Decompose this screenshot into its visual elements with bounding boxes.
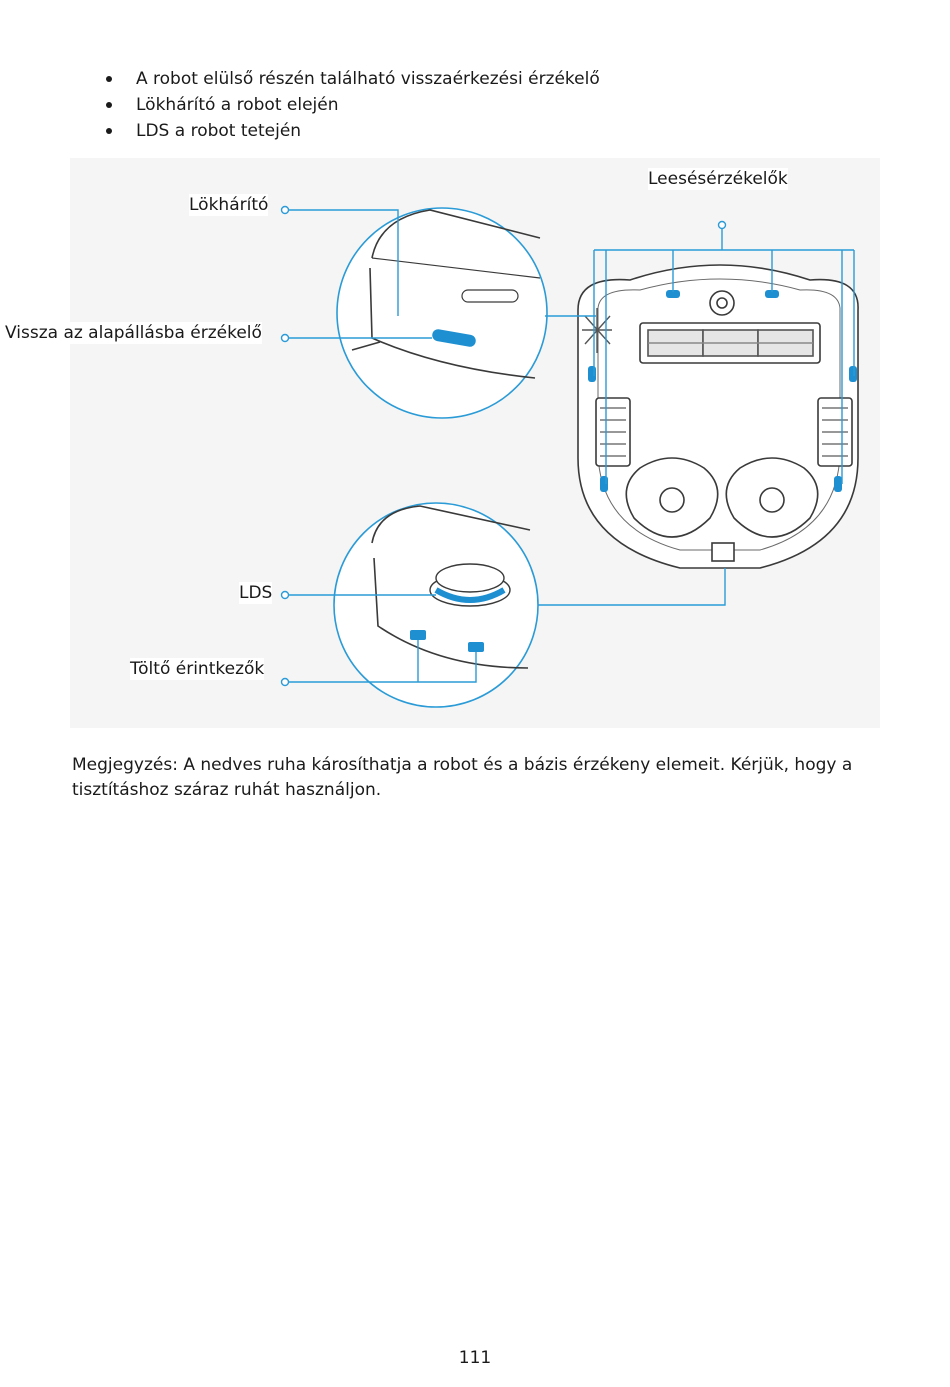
charging-contacts-label: Töltő érintkezők (130, 658, 265, 680)
bullet-text: A robot elülső részén található visszaér… (136, 69, 600, 89)
return-sensor-label: Vissza az alapállásba érzékelő (5, 322, 262, 344)
bullet-dot-icon (106, 76, 112, 82)
robot-bottom-view (577, 264, 859, 569)
robot-sensor-figure: Lökhárító Leesésérzékelők Vissza az alap… (0, 158, 950, 728)
callout-dots (280, 205, 727, 687)
bullet-list: A robot elülső részén található visszaér… (100, 66, 600, 144)
note-text: Megjegyzés: A nedves ruha károsíthatja a… (72, 755, 853, 800)
bumper-zoom-view (336, 207, 548, 419)
bullet-dot-icon (106, 128, 112, 134)
bullet-item: A robot elülső részén található visszaér… (100, 66, 600, 92)
bullet-item: Lökhárító a robot elején (100, 92, 600, 118)
callout-lines (285, 209, 855, 683)
bumper-label: Lökhárító (189, 194, 269, 216)
cliff-sensors-label: Leesésérzékelők (648, 168, 788, 190)
bullet-text: LDS a robot tetején (136, 121, 302, 141)
lds-label: LDS (239, 582, 273, 604)
bullet-item: LDS a robot tetején (100, 118, 600, 144)
bullet-dot-icon (106, 102, 112, 108)
page-number: 111 (458, 1348, 492, 1368)
lds-zoom-view (333, 502, 539, 708)
robot-illustration (70, 158, 880, 728)
bullet-text: Lökhárító a robot elején (136, 95, 339, 115)
